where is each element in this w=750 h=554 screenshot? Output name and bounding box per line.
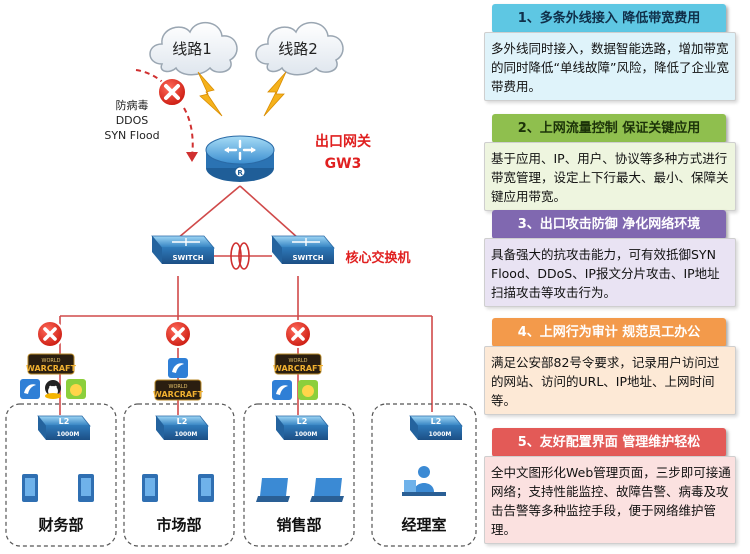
pc-tower-icon xyxy=(22,474,38,502)
game-logo-line-2: WARCRAFT xyxy=(26,364,77,373)
app-icons xyxy=(20,379,86,399)
cloud-line-1: 线路1 xyxy=(149,22,238,76)
line-1-label: 线路1 xyxy=(172,40,212,58)
pc-tower-icon xyxy=(198,474,214,502)
game-logo-line-1: WORLD xyxy=(289,358,308,364)
feature-description: 满足公安部82号令要求，记录用户访问过的网站、访问的URL、IP地址、上网时间等… xyxy=(484,346,736,415)
game-logo-line-1: WORLD xyxy=(169,384,188,390)
department-box-finance xyxy=(5,403,117,547)
desk-user-icon xyxy=(402,466,446,496)
attack-antivirus: 防病毒 xyxy=(116,98,149,112)
router-icon: R xyxy=(205,135,275,182)
department-box-marketing xyxy=(123,403,235,547)
feature-title: 1、多条外线接入 降低带宽费用 xyxy=(492,4,726,33)
department-label-manager: 经理室 xyxy=(401,516,446,534)
attack-path xyxy=(183,107,194,157)
department-box-sales xyxy=(243,403,355,547)
block-icon xyxy=(164,320,192,348)
access-switch-layer: L2 xyxy=(297,417,308,426)
access-switch-icon: L2 1000M xyxy=(37,415,91,440)
pc-tower-icon xyxy=(142,474,158,502)
access-switch-speed: 1000M xyxy=(175,431,198,438)
router-badge: R xyxy=(237,169,243,177)
attack-path xyxy=(135,69,169,89)
access-switch-icon: L2 1000M xyxy=(155,415,209,440)
block-icon xyxy=(284,320,312,348)
laptop-icon xyxy=(310,478,344,502)
browser-icon xyxy=(168,358,188,378)
link-aggregation-ring xyxy=(230,242,242,270)
attack-ddos: DDOS xyxy=(116,114,149,127)
chat-icon xyxy=(45,380,61,399)
core-switch-right-text: SWITCH xyxy=(292,254,323,262)
game-logo-line-2: WARCRAFT xyxy=(153,390,204,399)
pc-tower-icon xyxy=(78,474,94,502)
core-switch-right-icon: SWITCH xyxy=(271,235,335,264)
access-switch-layer: L2 xyxy=(177,417,188,426)
core-switch-left-text: SWITCH xyxy=(172,254,203,262)
feature-title: 2、上网流量控制 保证关键应用 xyxy=(492,114,726,143)
line-2-label: 线路2 xyxy=(278,40,318,58)
feature-title: 3、出口攻击防御 净化网络环境 xyxy=(492,210,726,239)
access-switch-layer: L2 xyxy=(59,417,70,426)
cloud-line-2: 线路2 xyxy=(255,22,344,76)
link-aggregation-ring xyxy=(238,242,250,270)
attack-list: 防病毒 DDOS SYN Flood xyxy=(104,98,159,142)
game-logo-line-2: WARCRAFT xyxy=(273,364,324,373)
department-label-sales: 销售部 xyxy=(276,516,321,534)
feature-description: 全中文图形化Web管理页面，三步即可接通网络；支持性能监控、故障告警、病毒及攻击… xyxy=(484,456,736,544)
core-switch-label: 核心交换机 xyxy=(345,250,410,266)
department-box-manager xyxy=(371,403,477,547)
network-links xyxy=(59,185,433,415)
block-icon xyxy=(36,320,64,348)
lightning-icon xyxy=(263,71,287,117)
access-switch-icon: L2 1000M xyxy=(275,415,329,440)
access-switch-speed: 1000M xyxy=(429,431,452,438)
department-label-marketing: 市场部 xyxy=(156,516,201,534)
department-label-finance: 财务部 xyxy=(38,516,83,534)
attack-syn-flood: SYN Flood xyxy=(104,129,159,142)
feature-description: 具备强大的抗攻击能力，可有效抵御SYN Flood、DDoS、IP报文分片攻击、… xyxy=(484,238,736,307)
app-icons xyxy=(272,380,318,400)
feature-description: 多外线同时接入，数据智能选路，增加带宽的同时降低“单线故障”风险，降低了企业宽带… xyxy=(484,32,736,101)
access-switch-icon: L2 1000M xyxy=(409,415,463,440)
gateway-label: 出口网关 xyxy=(315,133,371,150)
access-switch-layer: L2 xyxy=(431,417,442,426)
access-switch-speed: 1000M xyxy=(295,431,318,438)
game-logo: WORLD WARCRAFT xyxy=(153,379,204,401)
gateway-name: GW3 xyxy=(325,156,362,172)
feature-title: 4、上网行为审计 规范员工办公 xyxy=(492,318,726,347)
access-switch-speed: 1000M xyxy=(57,431,80,438)
game-logo-line-1: WORLD xyxy=(42,358,61,364)
laptop-icon xyxy=(256,478,290,502)
game-logo: WORLD WARCRAFT xyxy=(273,353,324,375)
media-app-icon xyxy=(298,380,318,400)
arrow-down-icon xyxy=(186,152,198,162)
block-icon xyxy=(157,77,187,107)
network-topology-diagram: 线路1 线路2 防病毒 DDOS SYN Flood R 出口网关 xyxy=(5,22,477,547)
feature-description: 基于应用、IP、用户、协议等多种方式进行带宽管理，设定上下行最大、最小、保障关键… xyxy=(484,142,736,211)
core-switch-left-icon: SWITCH xyxy=(151,235,215,264)
feature-title: 5、友好配置界面 管理维护轻松 xyxy=(492,428,726,457)
game-logo: WORLD WARCRAFT xyxy=(26,353,77,375)
lightning-icon xyxy=(197,71,223,117)
media-app-icon xyxy=(66,379,86,399)
